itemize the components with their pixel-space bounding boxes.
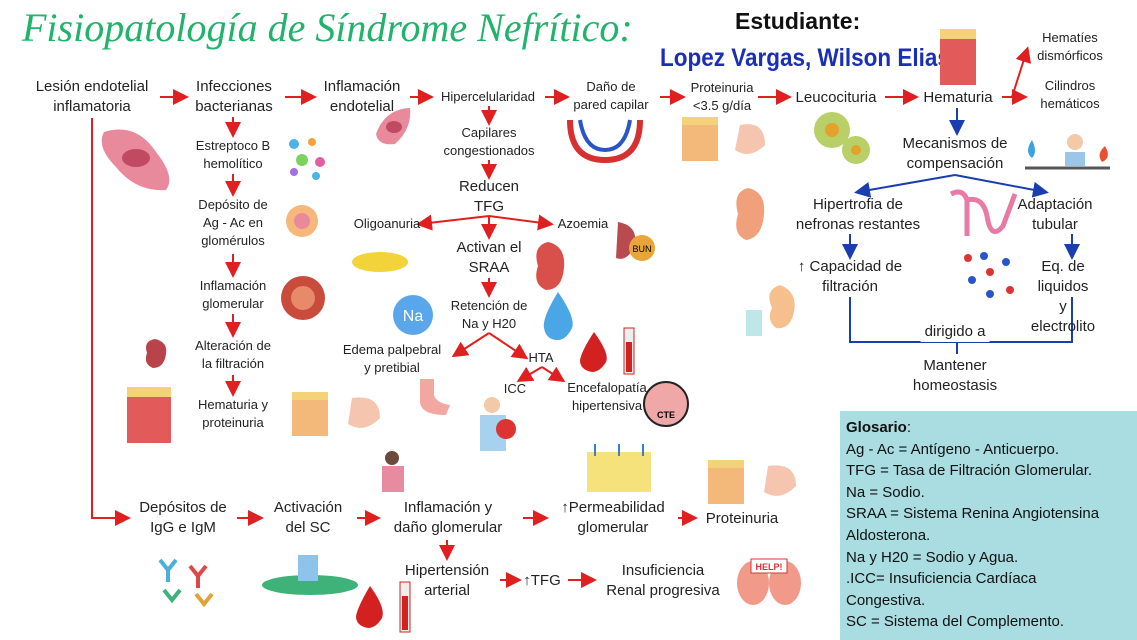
node-insuficiencia: Insuficiencia Renal progresiva: [606, 562, 720, 599]
student-label: Estudiante:: [735, 8, 861, 34]
glossary-item: SRAA = Sistema Renina Angiotensina: [846, 505, 1100, 523]
node-reducen-tfg: Reducen TFG: [458, 178, 520, 215]
urine-puddle-image: [352, 252, 408, 272]
node-inflamacion-dano: Inflamación y daño glomerular: [393, 499, 503, 536]
student-name: Lopez Vargas, Wilson Elias: [660, 44, 950, 72]
node-depositos-igg: Depósitos de IgG e IgM: [139, 499, 227, 536]
bun-label: BUN: [632, 244, 651, 254]
electrolytes-image: [964, 252, 1014, 298]
node-tfg-up: ↑TFG: [523, 572, 561, 589]
node-oligoanuria: Oligoanuria: [353, 216, 421, 231]
node-equilibrio: Eq. de liquidos y electrolito: [1030, 258, 1096, 335]
node-hipercelularidad: Hipercelularidad: [441, 89, 535, 104]
kidney-water-image: [746, 285, 795, 336]
glossary-title: Glosario: [846, 419, 907, 436]
node-capacidad: ↑ Capacidad de filtración: [797, 258, 903, 295]
node-permeabilidad: ↑Permeabilidad glomerular: [561, 499, 665, 536]
antibodies-image: [158, 558, 214, 608]
glossary-item: Aldosterona.: [846, 526, 931, 544]
node-proteinuria-bottom: Proteinuria: [705, 510, 779, 527]
node-activacion-sc: Activación del SC: [273, 499, 343, 536]
node-edema: Edema palpebral y pretibial: [342, 342, 442, 375]
cte-label: CTE: [657, 410, 675, 420]
glossary-item: Na = Sodio.: [846, 483, 925, 501]
high-blood-pressure-image: [356, 581, 411, 633]
blood-urine-sample-image: [127, 387, 171, 443]
sodium-label: Na: [403, 308, 424, 325]
node-deposito: Depósito de Ag - Ac en glomérulos: [198, 197, 268, 248]
glossary-item: Na y H20 = Sodio y Agua.: [846, 548, 1019, 566]
node-inflamacion-glomerular: Inflamación glomerular: [199, 278, 267, 311]
node-retencion: Retención de Na y H20: [450, 298, 528, 331]
node-hematies: Hematíes dismórficos: [1037, 30, 1103, 63]
kidney-image: [536, 242, 565, 290]
heart-failure-image: [480, 397, 516, 451]
glossary-item: TFG = Tasa de Filtración Glomerular.: [846, 462, 1093, 480]
node-hematuria: Hematuria: [923, 89, 993, 106]
edema-foot-image: [420, 379, 450, 415]
node-azoemia: Azoemia: [557, 216, 609, 231]
node-encefalopatia: Encefalopatía hipertensiva: [567, 380, 647, 413]
water-drop-icon: [543, 292, 573, 340]
node-adaptacion: Adaptación tubular: [1017, 196, 1093, 233]
help-label: HELP!: [756, 562, 783, 572]
node-lesion-endotelial: Lesión endotelial inflamatoria: [35, 78, 149, 115]
node-capilares: Capilares congestionados: [443, 125, 535, 158]
leukocyte-image: [814, 112, 870, 164]
endothelial-cell-image: [376, 108, 411, 145]
node-leucocituria: Leucocituria: [795, 89, 877, 106]
node-proteinuria-top: Proteinuria <3.5 g/día: [690, 80, 754, 113]
node-inflamacion-endotelial: Inflamación endotelial: [323, 78, 401, 115]
bacteria-image: [289, 138, 325, 180]
urine-sample-image: [682, 117, 765, 161]
complement-system-image: [262, 555, 358, 595]
node-infecciones: Infecciones bacterianas: [195, 78, 273, 115]
glomerulus-inflamed-image: [281, 276, 325, 320]
node-estreptoco: Estreptoco B hemolítico: [195, 138, 271, 171]
node-hipertension: Hipertensión arterial: [404, 562, 490, 599]
endothelial-cell-image: [101, 129, 170, 191]
urine-sample-image: [292, 392, 380, 436]
sodium-icon: Na: [393, 295, 433, 335]
node-dano-pared: Daño de pared capilar: [573, 79, 649, 112]
kidneys-help-image: HELP!: [737, 558, 801, 605]
back-pain-image: [382, 451, 404, 492]
glossary-item: SC = Sistema del Complemento.: [846, 613, 1065, 631]
node-icc: ICC: [503, 381, 527, 396]
kidney-small-image: [145, 339, 167, 368]
glossary-box: Glosario: Ag - Ac = Antígeno - Anticuerp…: [840, 411, 1137, 640]
glomerulus-image: [286, 205, 318, 237]
glossary-item: Ag - Ac = Antígeno - Anticuerpo.: [846, 440, 1060, 458]
glossary-item: .ICC= Insuficiencia Cardíaca: [846, 570, 1037, 588]
kidney-image: [736, 188, 765, 240]
brain-cte-image: CTE: [643, 381, 689, 427]
urine-sample-image: [708, 460, 796, 504]
glomerular-membrane-image: [587, 444, 651, 492]
bun-image: BUN: [616, 222, 655, 261]
node-dirigido: dirigido a: [920, 322, 990, 342]
capillary-image: [567, 119, 643, 164]
node-homeostasis: Mantener homeostasis: [912, 357, 998, 394]
nephron-image: [949, 189, 1018, 236]
blood-urine-sample-image: [940, 29, 976, 85]
node-hematuria-proteinuria: Hematuria y proteinuria: [197, 397, 269, 430]
node-sraa: Activan el SRAA: [456, 239, 522, 276]
node-hipertrofia: Hipertrofia de nefronas restantes: [795, 196, 921, 233]
node-alteracion: Alteración de la filtración: [195, 338, 271, 371]
glossary-item: Congestiva.: [846, 591, 926, 609]
balance-image: [1025, 134, 1110, 170]
diagram-title: Fisiopatología de Síndrome Nefrítico:: [22, 5, 633, 50]
node-cilindros: Cilindros hemáticos: [1040, 78, 1100, 111]
node-mecanismos: Mecanismos de compensación: [902, 135, 1008, 172]
node-hta: HTA: [528, 350, 554, 365]
high-blood-pressure-image: [580, 327, 635, 375]
